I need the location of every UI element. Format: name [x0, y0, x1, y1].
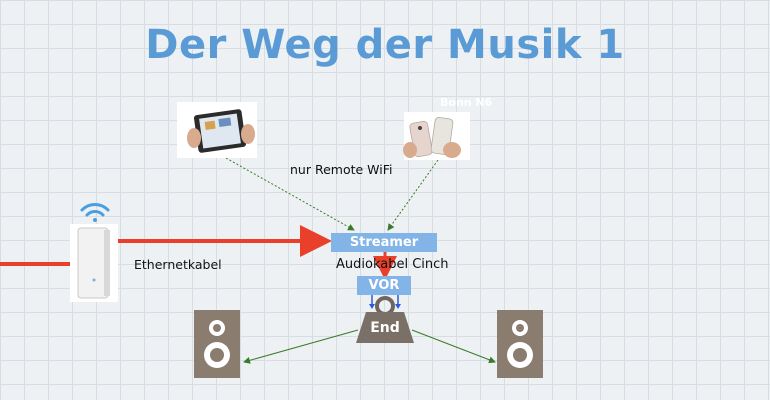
weight-icon: [356, 296, 414, 343]
vor-box: VOR: [357, 276, 411, 295]
remote-wifi-label: nur Remote WiFi: [290, 162, 393, 177]
left-speaker-icon: [194, 310, 240, 378]
tablet-icon: [177, 102, 257, 158]
router-icon: [70, 224, 118, 302]
phone-icon: [403, 112, 470, 160]
amp-to-left-speaker: [243, 329, 359, 364]
right-speaker-icon: [497, 310, 543, 378]
wifi-icon: [80, 203, 110, 222]
tablet-remote-arrow: [225, 157, 355, 231]
cinch-label: Audiokabel Cinch: [336, 257, 449, 272]
ethernet-label: Ethernetkabel: [134, 257, 222, 272]
page-title: Der Weg der Musik 1: [145, 22, 625, 68]
phone-remote-arrow: [387, 159, 439, 231]
end-label: End: [370, 320, 400, 336]
amp-to-right-speaker: [411, 329, 496, 364]
streamer-box: Streamer: [331, 233, 437, 252]
phone-caption: Bonn N6: [440, 96, 493, 109]
